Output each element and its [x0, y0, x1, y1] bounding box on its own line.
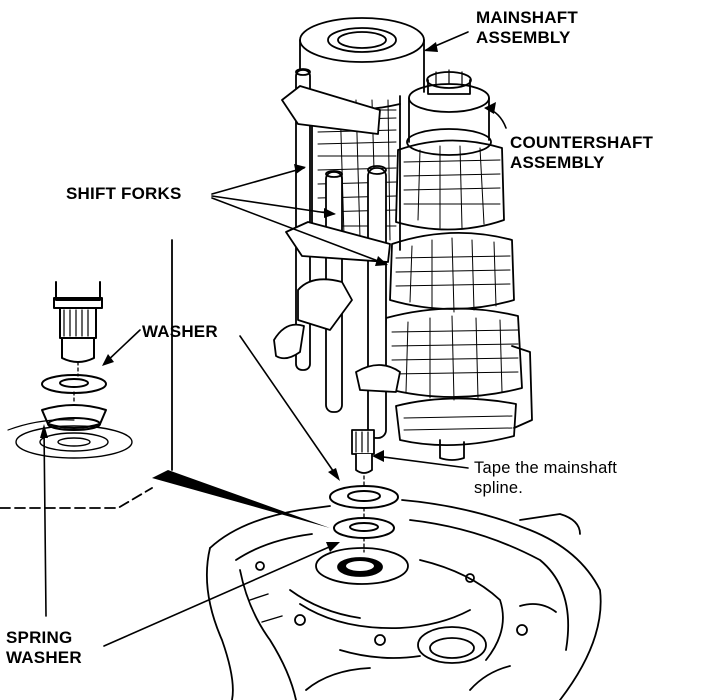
- inset-frame: [0, 239, 330, 528]
- transmission-case: [205, 499, 602, 700]
- countershaft-gear-teeth: [391, 145, 519, 431]
- tape-note-line2: spline.: [474, 479, 524, 497]
- spring-washer-label: SPRING WASHER: [6, 628, 82, 668]
- countershaft-assembly-label: COUNTERSHAFT ASSEMBLY: [510, 133, 653, 173]
- inset-spline-assembly: [7, 281, 133, 459]
- mainshaft-label-line2: ASSEMBLY: [476, 28, 571, 47]
- leader-lines: [40, 31, 507, 647]
- shift-forks-label: SHIFT FORKS: [66, 184, 182, 203]
- case-washers: [329, 469, 399, 553]
- tape-note-line1: Tape the mainshaft: [474, 459, 618, 477]
- mainshaft-assembly-label: MAINSHAFT ASSEMBLY: [476, 8, 578, 48]
- tape-note-label: Tape the mainshaft spline.: [474, 458, 617, 498]
- spring-washer-line1: SPRING: [6, 628, 73, 647]
- washer-label: WASHER: [142, 322, 218, 341]
- mainshaft-label-line1: MAINSHAFT: [476, 8, 578, 27]
- gear-assembly: [273, 17, 533, 474]
- countershaft-label-line2: ASSEMBLY: [510, 153, 605, 172]
- spring-washer-line2: WASHER: [6, 648, 82, 667]
- countershaft-label-line1: COUNTERSHAFT: [510, 133, 654, 152]
